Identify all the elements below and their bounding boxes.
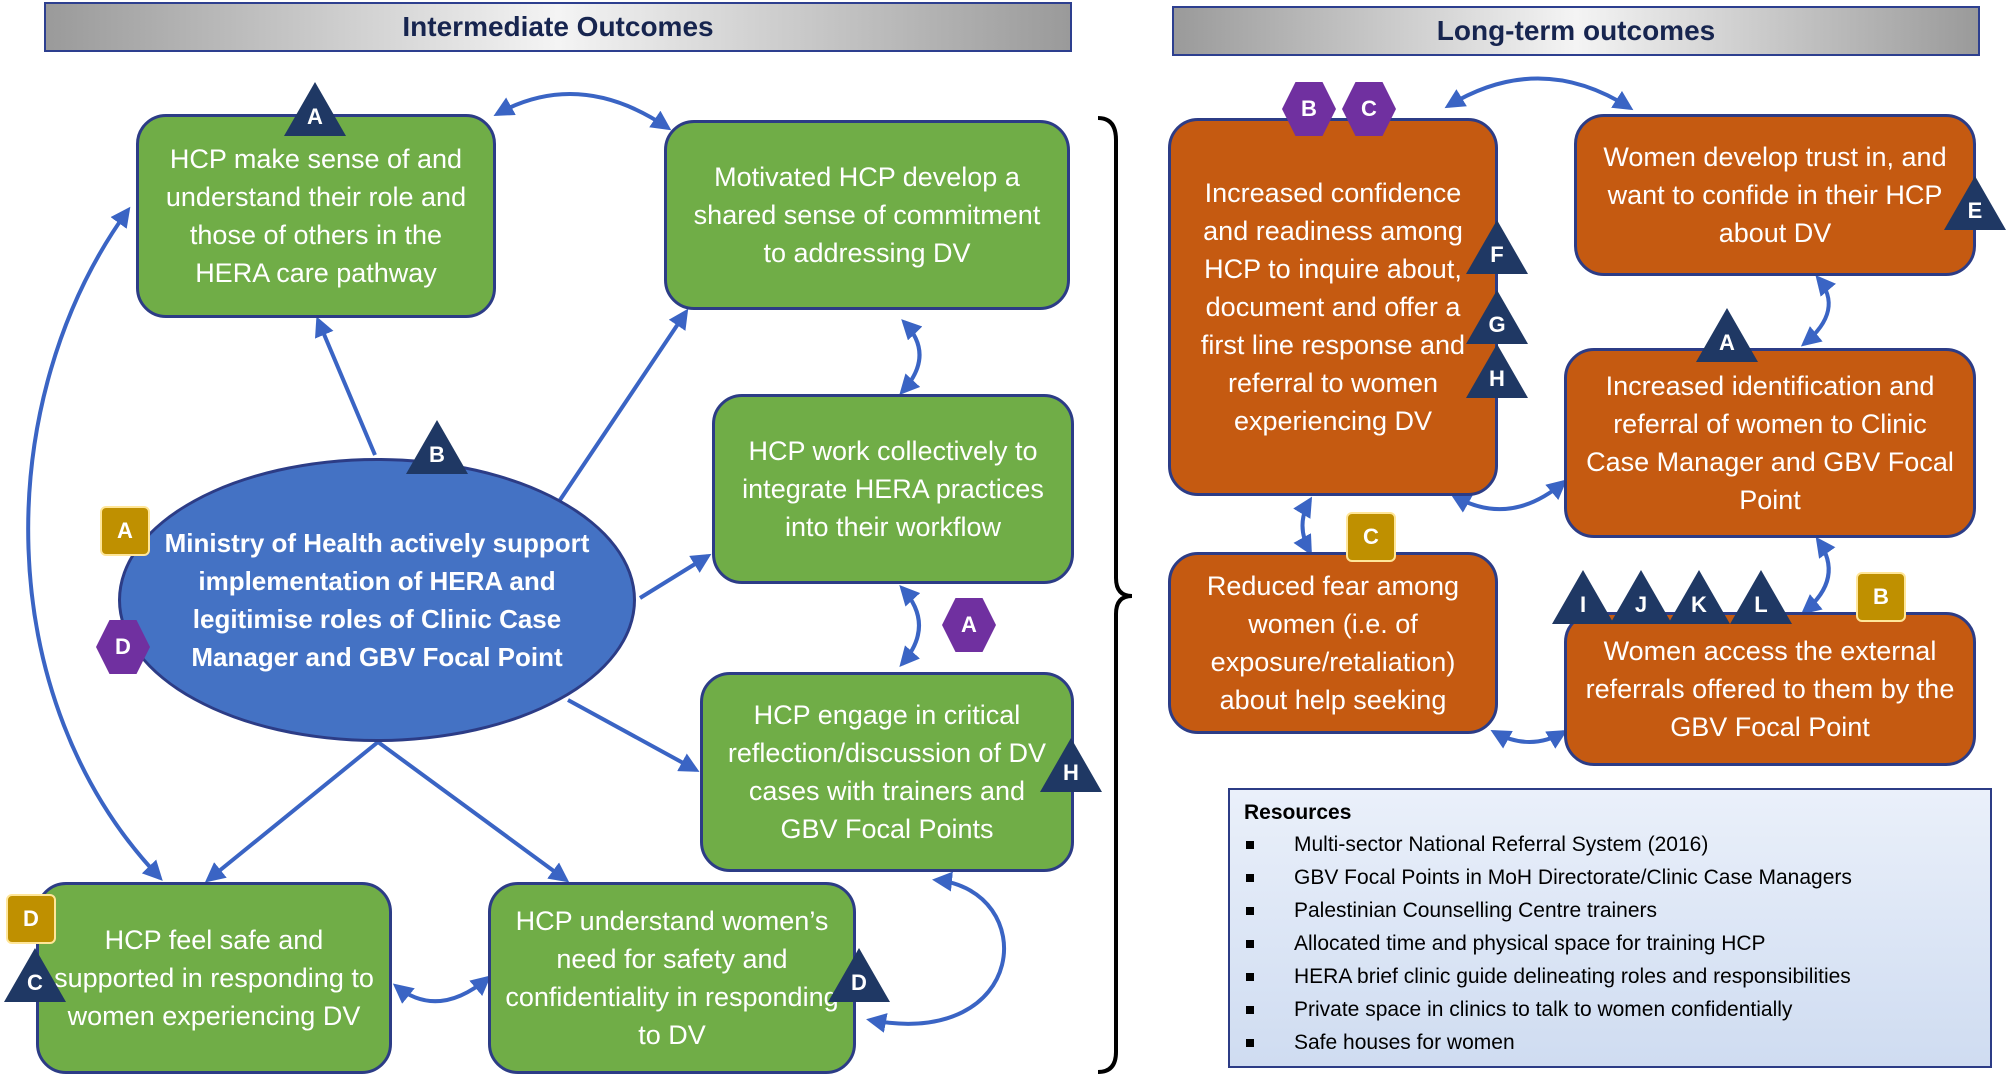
arrow-confidence-identification [1450,479,1568,513]
arrow-motivated-collective [899,319,923,395]
arrow-center-to-reflection [567,698,700,772]
box-hcp-critical-reflection: HCP engage in critical reflection/discus… [700,672,1074,872]
box-hcp-work-collectively: HCP work collectively to integrate HERA … [712,394,1074,584]
resource-item: Multi-sector National Referral System (2… [1244,828,1976,861]
arrow-safe-understand [392,975,492,1004]
arrow-trust-identification [1800,274,1836,347]
square-marker-c: C [1346,512,1396,562]
bracket [1097,116,1133,1074]
arrow-confidence-trust [1444,76,1634,111]
resources-list: Multi-sector National Referral System (2… [1244,828,1976,1059]
box-reduced-fear: Reduced fear among women (i.e. of exposu… [1168,552,1498,734]
hexagon-marker-c: C [1342,82,1396,136]
box-hcp-make-sense: HCP make sense of and understand their r… [136,114,496,318]
resource-item: GBV Focal Points in MoH Directorate/Clin… [1244,861,1976,894]
resources-title: Resources [1244,801,1352,824]
intermediate-outcomes-header: Intermediate Outcomes [44,2,1072,52]
arrow-center-to-collective [638,553,712,600]
arrow-confidence-fear [1293,496,1313,556]
box-hcp-understand-safety: HCP understand women’s need for safety a… [488,882,856,1074]
arrow-understand-reflection [866,871,1007,1033]
resource-item: Private space in clinics to talk to wome… [1244,993,1976,1026]
box-increased-confidence: Increased confidence and readiness among… [1168,118,1498,496]
square-marker-a: A [100,506,150,556]
resource-item: Allocated time and physical space for tr… [1244,927,1976,960]
arrow-collective-reflection [899,585,921,668]
long-term-outcomes-header: Long-term outcomes [1172,6,1980,56]
square-marker-d: D [6,894,56,944]
arrow-left-loop [26,206,163,881]
box-motivated-hcp: Motivated HCP develop a shared sense of … [664,120,1070,310]
arrow-identification-access [1800,536,1836,615]
resource-item: HERA brief clinic guide delineating role… [1244,960,1976,993]
hexagon-marker-a: A [942,598,996,652]
arrow-hcp-sense-motivated [493,92,672,131]
resource-item: Palestinian Counselling Centre trainers [1244,894,1976,927]
arrow-center-to-motivated [558,308,689,502]
box-increased-identification: Increased identification and referral of… [1564,348,1976,538]
box-women-access-referrals: Women access the external referrals offe… [1564,612,1976,766]
arrow-center-to-understand [376,740,570,883]
resource-item: Safe houses for women [1244,1026,1976,1059]
box-hcp-feel-safe: HCP feel safe and supported in respondin… [36,882,392,1074]
ellipse-ministry-of-health: Ministry of Health actively support impl… [118,458,636,742]
hexagon-marker-b: B [1282,82,1336,136]
arrow-center-to-hcp-sense [315,316,377,456]
square-marker-b: B [1856,572,1906,622]
arrow-center-to-safe [204,740,380,883]
arrow-fear-access [1490,729,1568,749]
resources-panel: Resources Multi-sector National Referral… [1228,788,1992,1068]
box-women-develop-trust: Women develop trust in, and want to conf… [1574,114,1976,276]
hexagon-marker-d: D [96,620,150,674]
